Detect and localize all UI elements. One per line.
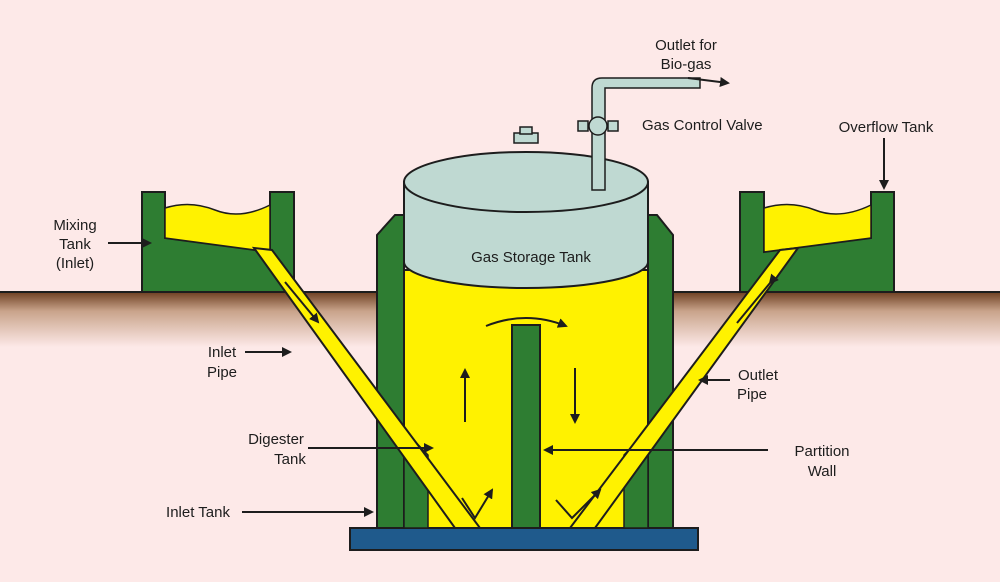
label-outlet-biogas-1: Outlet for <box>655 37 717 54</box>
flow-arrow-left-chamber <box>461 488 494 520</box>
gas-valve-wheel <box>588 116 608 136</box>
flow-arrow-outlet-pipe <box>736 273 779 324</box>
flow-arrow-top-curve <box>485 317 568 328</box>
label-gas-storage-tank: Gas Storage Tank <box>471 249 591 266</box>
label-inlet-pipe-2: Pipe <box>207 364 237 381</box>
label-outlet-pipe-2: Pipe <box>737 386 767 403</box>
flow-arrow-biogas-out <box>687 77 730 87</box>
label-inlet-pipe-1: Inlet <box>208 344 237 361</box>
gas-outlet-pipe <box>591 77 701 191</box>
label-mixing-tank-2: Tank <box>59 236 91 253</box>
label-mixing-tank-3: (Inlet) <box>56 255 94 272</box>
outer-wall-left <box>376 214 405 529</box>
flow-arrow-right-chamber <box>555 488 602 520</box>
gas-valve-handle-left <box>577 120 589 132</box>
label-outlet-biogas-2: Bio-gas <box>661 56 712 73</box>
label-overflow-tank: Overflow Tank <box>839 119 934 136</box>
overflow-tank-slurry <box>763 203 872 253</box>
label-digester-tank-1: Digester <box>248 431 304 448</box>
gas-storage-tank-top <box>403 151 649 213</box>
partition-wall <box>511 324 541 529</box>
mixing-tank-slurry <box>164 203 271 253</box>
label-partition-wall-2: Wall <box>808 463 837 480</box>
tank-cap-knob <box>519 126 533 135</box>
label-mixing-tank-1: Mixing <box>53 217 96 234</box>
label-inlet-tank: Inlet Tank <box>166 504 230 521</box>
flow-arrow-inlet-pipe <box>284 281 320 324</box>
label-outlet-pipe-1: Outlet <box>738 367 779 384</box>
label-partition-wall-1: Partition <box>794 443 849 460</box>
label-digester-tank-2: Tank <box>274 451 306 468</box>
base-slab <box>349 527 699 551</box>
outer-wall-right <box>647 214 674 529</box>
label-gas-control-valve: Gas Control Valve <box>642 117 763 134</box>
gas-valve-handle-right <box>607 120 619 132</box>
